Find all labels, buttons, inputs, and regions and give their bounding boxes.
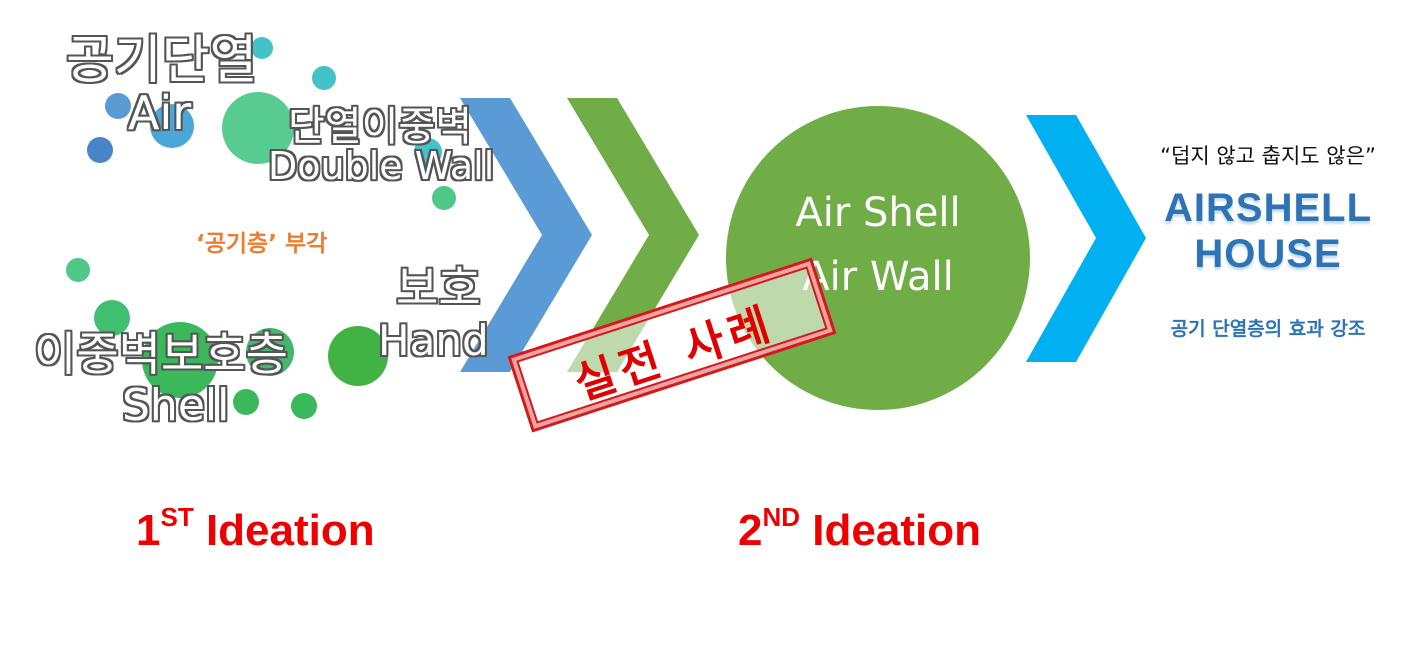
chevron-cyan: [1026, 115, 1146, 362]
bubble: [233, 389, 259, 415]
keyword-air-korean: 공기단열: [66, 31, 258, 91]
bubble: [328, 326, 388, 386]
keyword-shell-korean: 이중벽보호층: [34, 327, 288, 381]
circle-line-2: Air Wall: [802, 254, 954, 300]
first-ideation-number: 1: [136, 506, 161, 555]
keyword-protect-korean: 보호: [396, 261, 481, 315]
keyword-double-wall-korean: 단열이중벽: [288, 104, 472, 150]
bubble: [94, 300, 130, 336]
bubble: [105, 93, 131, 119]
second-ideation-label: 2ND Ideation: [738, 502, 981, 556]
bubble: [251, 37, 273, 59]
keyword-air-english: Air: [128, 86, 192, 140]
keyword-protect-english: Hand: [378, 316, 489, 365]
result-subtitle: 공기 단열층의 효과 강조: [1170, 318, 1366, 340]
bubble: [222, 92, 294, 164]
result-title-line-2: HOUSE: [1194, 232, 1342, 276]
bubble: [66, 258, 90, 282]
first-ideation-label: 1ST Ideation: [136, 502, 375, 556]
first-ideation-ordinal: ST: [160, 502, 194, 532]
circle-line-1: Air Shell: [795, 190, 961, 236]
bubble: [246, 328, 294, 376]
chevron-blue: [460, 98, 592, 372]
keyword-double-wall-english: Double Wall: [268, 144, 495, 188]
second-ideation-ordinal: ND: [762, 502, 801, 532]
bubble: [87, 137, 113, 163]
bubble: [291, 393, 317, 419]
result-quote: “덥지 않고 춥지도 않은”: [1160, 144, 1376, 168]
bubble: [414, 138, 442, 166]
first-ideation-word: Ideation: [205, 506, 375, 555]
air-layer-note: ‘공기층’ 부각: [196, 231, 328, 257]
keyword-shell-english: Shell: [122, 380, 230, 431]
bubble: [312, 66, 336, 90]
result-title-line-1: AIRSHELL: [1164, 186, 1372, 230]
second-ideation-word: Ideation: [812, 506, 981, 555]
second-ideation-number: 2: [738, 506, 763, 555]
bubble: [150, 104, 194, 148]
bubble: [432, 186, 456, 210]
bubble-cluster: [66, 37, 456, 419]
bubble: [142, 322, 218, 398]
